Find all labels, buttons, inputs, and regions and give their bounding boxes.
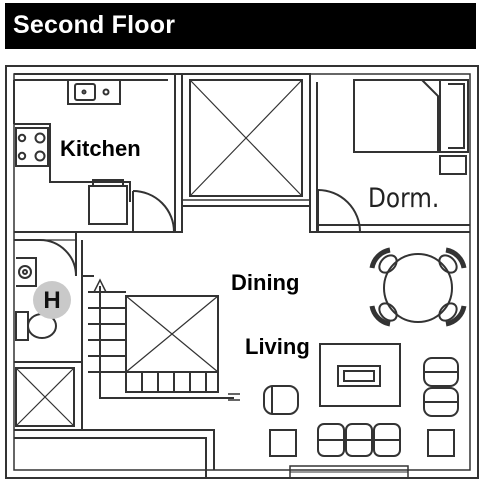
staircase-icon xyxy=(82,275,240,401)
loveseat-icon xyxy=(423,357,459,417)
room-label-dorm: Dorm. xyxy=(368,183,440,214)
room-label-dining: Dining xyxy=(231,270,300,295)
bathroom-walls xyxy=(14,231,83,430)
coffee-table-icon xyxy=(319,343,401,407)
outer-walls xyxy=(5,65,479,479)
void-opening xyxy=(182,73,311,207)
oven-icon xyxy=(88,185,128,225)
sofa-icon xyxy=(317,423,401,457)
dorm-door-icon xyxy=(317,189,361,233)
stove-icon xyxy=(15,127,49,167)
basin-icon xyxy=(16,257,37,287)
side-table-icon xyxy=(427,429,455,457)
page-title: Second Floor xyxy=(13,11,176,39)
bathroom-door-icon xyxy=(39,239,77,277)
room-label-living: Living xyxy=(245,334,310,359)
room-label-kitchen: Kitchen xyxy=(60,136,141,161)
window-icon xyxy=(289,465,409,479)
title-bar: Second Floor xyxy=(5,3,476,49)
bathroom-badge-label: H xyxy=(43,287,61,314)
kitchen-door-icon xyxy=(132,190,175,233)
bathroom-badge: H xyxy=(33,281,71,319)
side-table-icon xyxy=(269,429,297,457)
shower-icon xyxy=(15,367,75,427)
bed-icon xyxy=(353,79,469,175)
kitchen-counter xyxy=(13,79,168,225)
armchair-icon xyxy=(263,385,299,415)
lower-left-walls xyxy=(14,429,215,478)
sink-icon xyxy=(67,79,121,105)
dining-table-icon xyxy=(369,247,467,327)
